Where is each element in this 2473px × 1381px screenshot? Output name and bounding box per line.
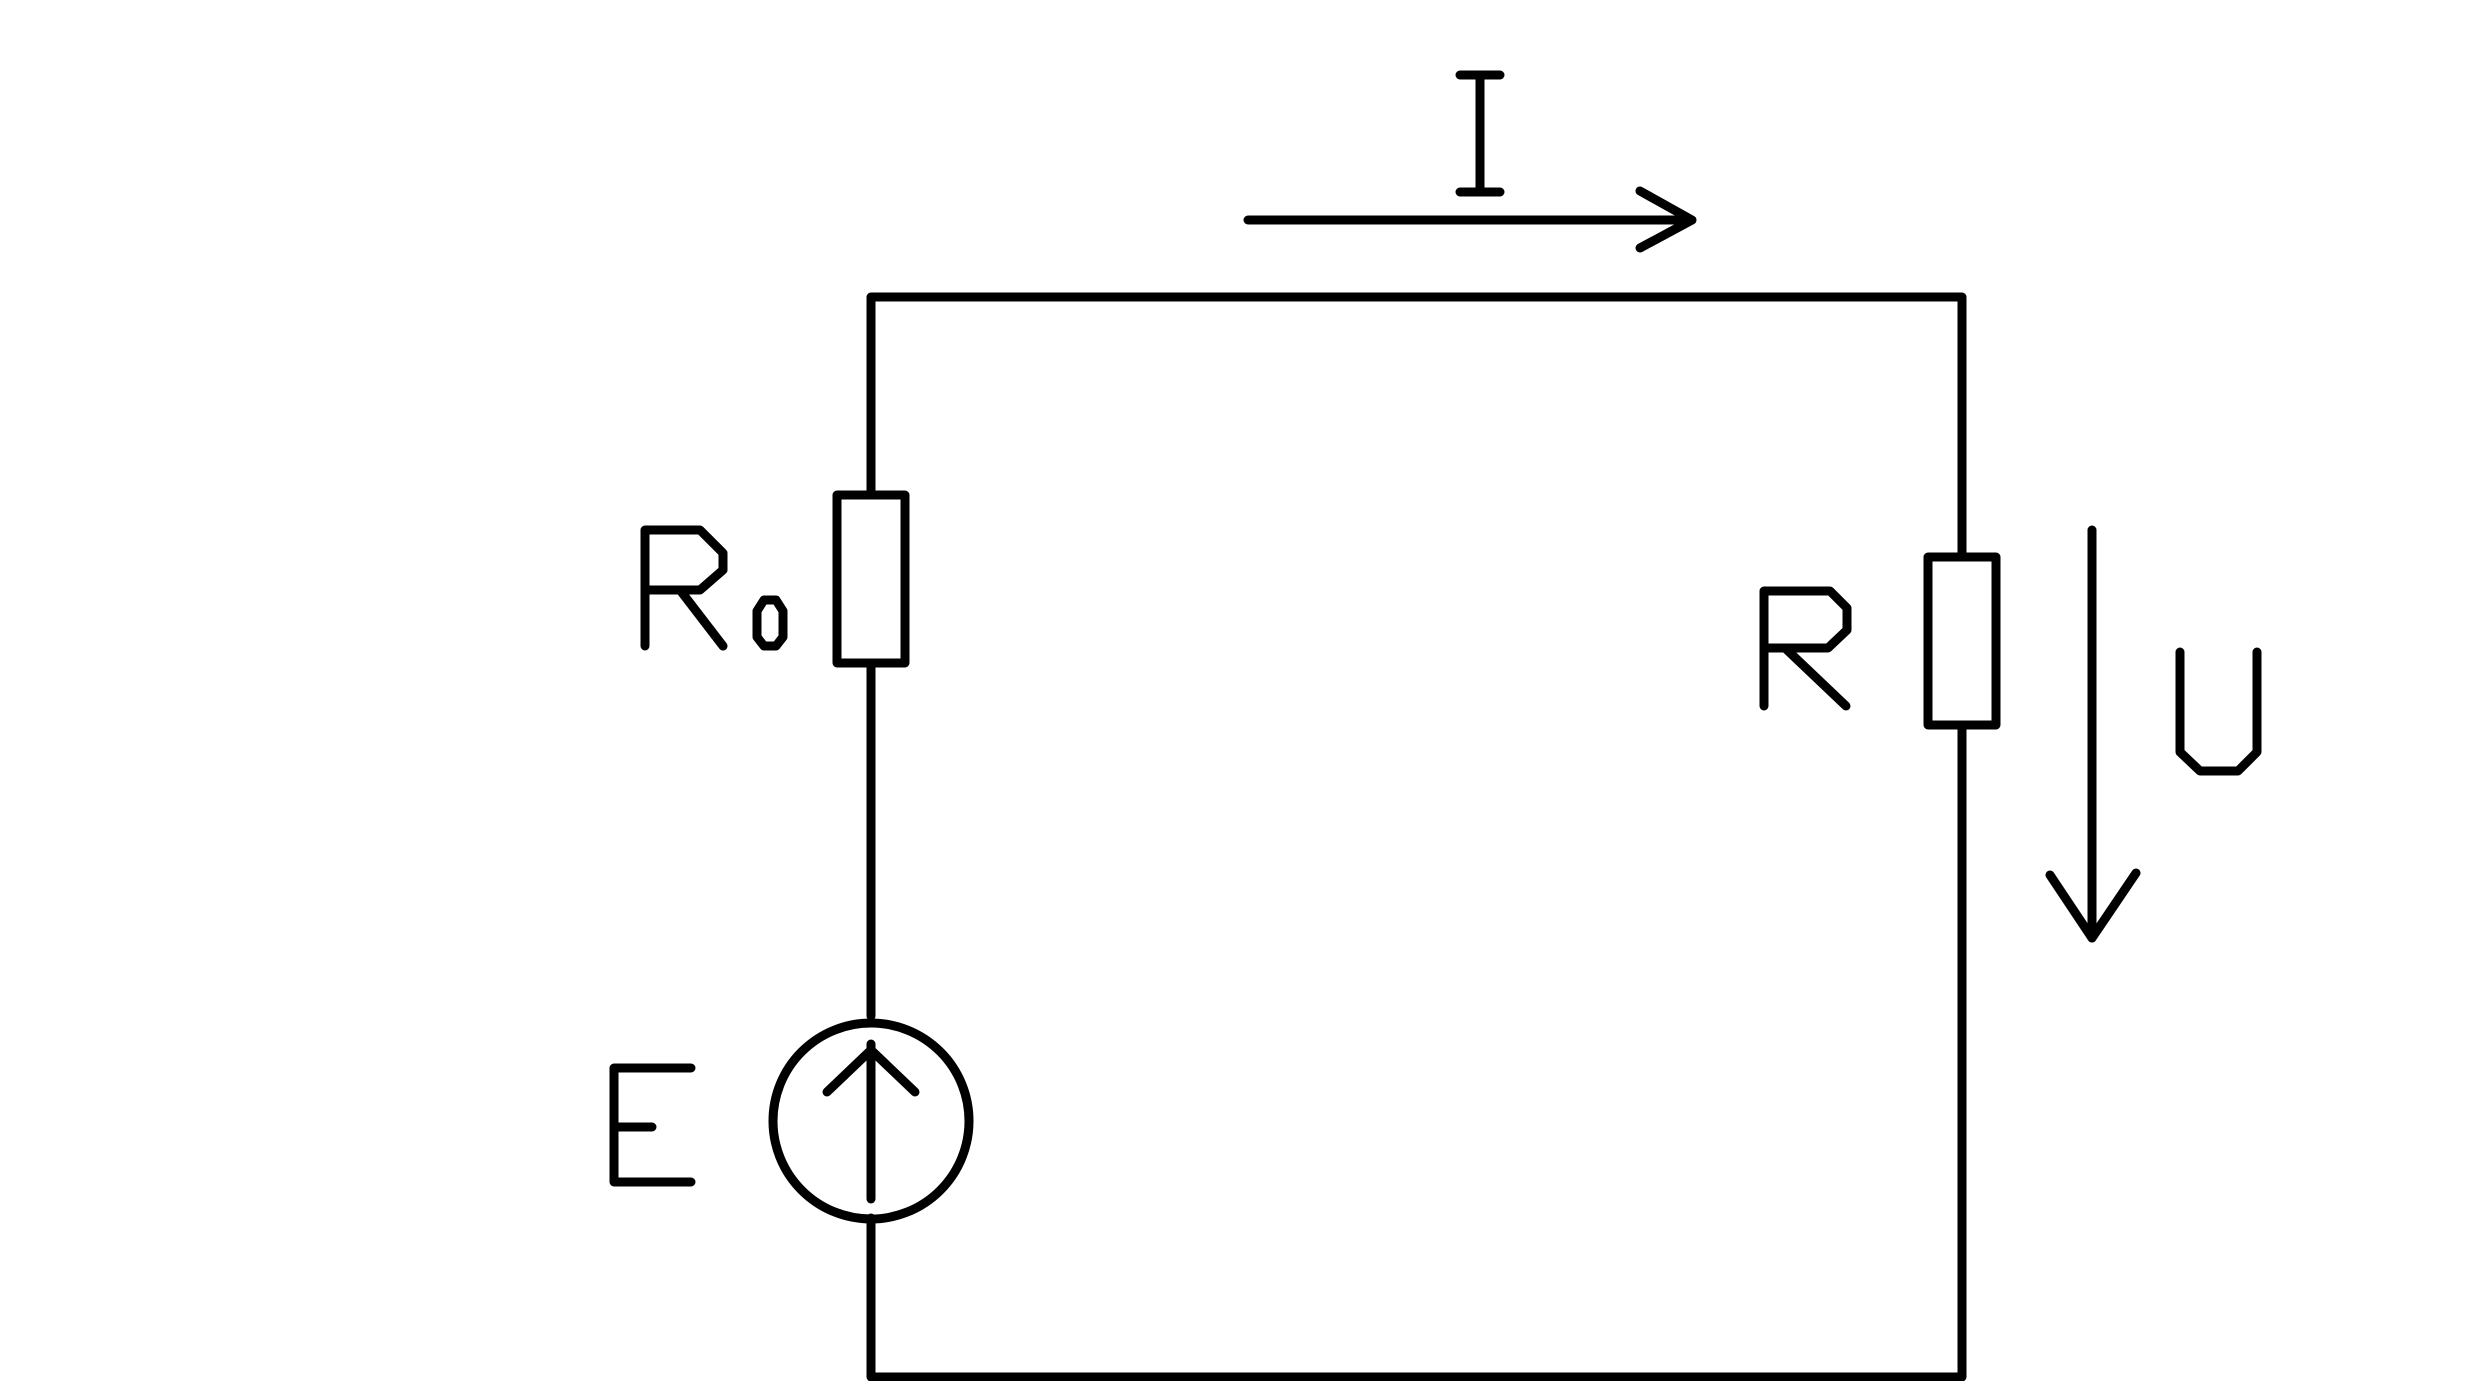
wires bbox=[866, 292, 1967, 1381]
voltage-source-e bbox=[768, 1018, 974, 1224]
glyph-e bbox=[609, 1063, 696, 1187]
voltage-arrow-head bbox=[2045, 868, 2141, 943]
glyph-r bbox=[1759, 586, 1852, 711]
voltage-arrow bbox=[2045, 525, 2141, 943]
glyph-u bbox=[2175, 647, 2262, 776]
current-arrow bbox=[1243, 186, 1697, 253]
voltage-source-arrow-head bbox=[822, 1045, 920, 1097]
glyph-r0-letter bbox=[640, 525, 728, 651]
wire-bottom bbox=[866, 722, 1967, 1381]
resistor-r0 bbox=[832, 490, 910, 668]
glyph-r0-subscript bbox=[752, 595, 788, 651]
wire-left-upper bbox=[866, 292, 1967, 560]
voltage-source-circle bbox=[768, 1018, 974, 1224]
glyph-i bbox=[1455, 70, 1505, 197]
resistor-r bbox=[1923, 552, 2001, 730]
current-arrow-head bbox=[1635, 186, 1697, 253]
